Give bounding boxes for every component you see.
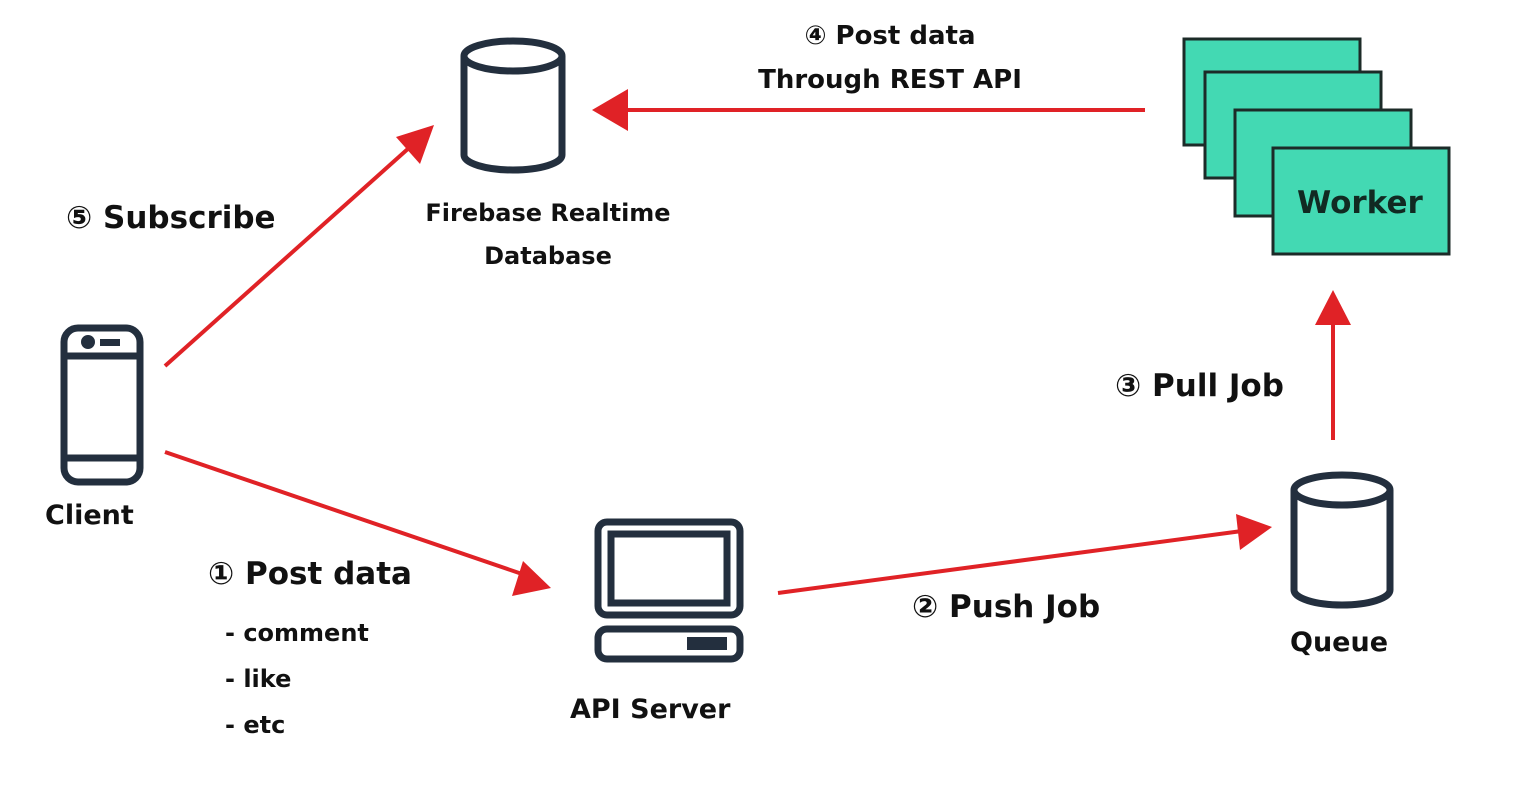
step3-label: ③ Pull Job xyxy=(1115,368,1284,404)
step1-item: - like xyxy=(225,665,292,693)
arrow-step5-line xyxy=(163,145,412,368)
queue-label: Queue xyxy=(1290,627,1389,658)
smartphone-icon xyxy=(60,324,144,486)
arrow-step4-head xyxy=(592,89,628,131)
desktop-computer-icon xyxy=(594,518,744,663)
client-label: Client xyxy=(45,500,134,531)
worker-label: Worker xyxy=(1297,185,1423,221)
arrow-step2-head xyxy=(1236,514,1272,550)
step4-label: ④ Post data Through REST API xyxy=(720,14,1060,102)
step1-item: - etc xyxy=(225,711,286,739)
firebase-label-line1: Firebase Realtime xyxy=(425,199,671,227)
firebase-database-icon xyxy=(460,37,566,174)
arrows xyxy=(163,89,1351,596)
arrow-step5-head xyxy=(396,125,434,164)
step2-label: ② Push Job xyxy=(912,589,1101,625)
queue-database-icon xyxy=(1290,471,1394,609)
arrow-step2-line xyxy=(777,529,1243,595)
step5-label: ⑤ Subscribe xyxy=(66,200,276,236)
step1-items: - comment - like - etc xyxy=(225,610,369,748)
worker-stack xyxy=(1182,37,1451,256)
arrow-step3-head xyxy=(1315,290,1351,325)
firebase-label: Firebase Realtime Database xyxy=(398,192,698,278)
step1-item: - comment xyxy=(225,619,369,647)
arrow-step1-line xyxy=(164,450,526,577)
step4-label-line1: ④ Post data xyxy=(804,21,976,51)
worker-box-4 xyxy=(1271,146,1451,256)
step1-label: ① Post data xyxy=(208,556,412,592)
step4-label-line2: Through REST API xyxy=(758,65,1022,95)
firebase-label-line2: Database xyxy=(484,242,612,270)
arrow-step1-head xyxy=(512,561,551,596)
api-server-label: API Server xyxy=(570,694,731,725)
